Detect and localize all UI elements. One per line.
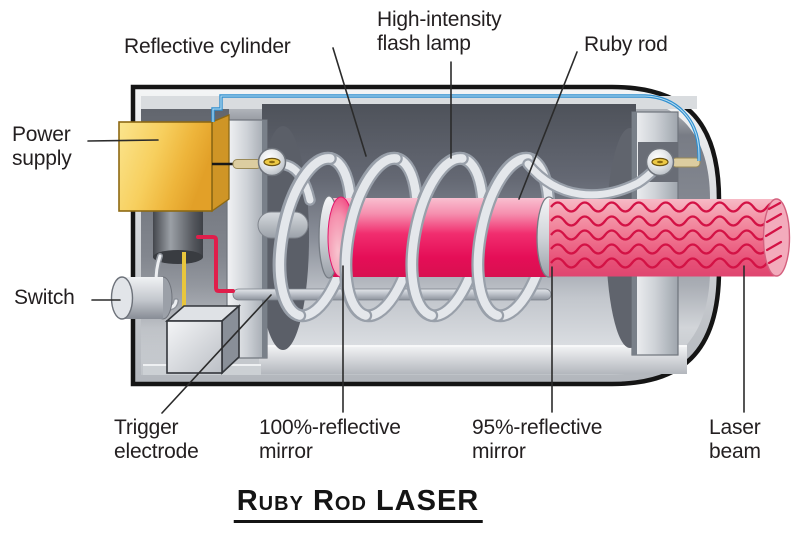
leader-trigger-electrode (161, 294, 272, 414)
flash-lamp-coil-front (273, 151, 535, 322)
label-laser-beam: Laser beam (709, 416, 761, 463)
capacitor (153, 205, 203, 264)
laser-beam-end-cap (762, 198, 791, 277)
label-reflective-cylinder: Reflective cylinder (124, 35, 291, 58)
trigger-box (164, 304, 242, 375)
leader-reflective-cylinder (332, 47, 367, 157)
label-ruby-rod: Ruby rod (584, 33, 668, 56)
power-wire-blue (211, 94, 701, 161)
power-wire-red (196, 235, 235, 293)
label-mirror-95: 95%-reflective mirror (472, 416, 603, 463)
leader-lines (87, 47, 745, 414)
electrode-pin-left (232, 159, 262, 169)
electrode-bulb-left (257, 147, 287, 177)
laser-beam-end-hatches (764, 201, 783, 265)
leader-ruby-rod (518, 51, 578, 200)
electrode-bulb-right (645, 147, 675, 177)
switch-knob (110, 276, 173, 320)
label-power-supply: Power supply (12, 123, 72, 170)
label-mirror-100: 100%-reflective mirror (259, 416, 401, 463)
laser-beam-waves (550, 201, 789, 269)
floor-step-highlight (259, 345, 687, 348)
diagram-title: Ruby Rod LASER (233, 485, 483, 523)
power-supply-unit (118, 114, 230, 213)
lamp-tube-right (522, 158, 661, 201)
laser-beam (549, 198, 791, 277)
floor-main (259, 347, 687, 374)
leader-power-supply (87, 139, 159, 142)
electrode-pin-right (671, 157, 701, 168)
label-flash-lamp: High-intensity flash lamp (377, 8, 502, 55)
label-switch: Switch (14, 286, 75, 309)
label-trigger-electrode: Trigger electrode (114, 416, 199, 463)
